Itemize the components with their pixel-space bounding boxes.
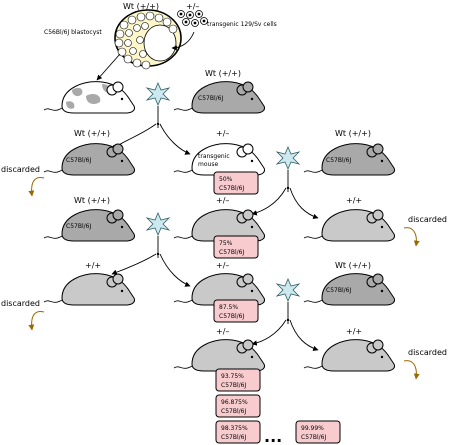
pct-75-strain: C57Bl/6J (219, 249, 244, 256)
cross-2 (275, 145, 301, 171)
pct-98375-strain: C57Bl/6J (221, 434, 246, 441)
pct-9999-value: 99.99% (301, 425, 324, 432)
r1-wt-mouse: C57Bl/6J (173, 81, 265, 114)
r1-wt-strain: C57Bl/6J (198, 95, 223, 102)
r2-transgenic-mouse: transgenic mouse (173, 143, 265, 176)
r5-pp-label: +/+ (346, 327, 362, 336)
cross-1 (145, 81, 171, 107)
pct-9375-strain: C57Bl/6J (221, 382, 246, 389)
r3-wt-label: Wt (+/+) (74, 196, 110, 205)
transgenic-mouse-line1: transgenic (198, 153, 230, 160)
cross-3 (145, 211, 171, 237)
pct-50-value: 50% (219, 176, 233, 183)
r3-pp-label: +/+ (346, 196, 362, 205)
r4-wt-right-mouse: C57Bl/6J (303, 273, 395, 306)
pct-96875-strain: C57Bl/6J (221, 408, 246, 415)
r3-het-label: +/– (216, 196, 229, 205)
pct-9375-value: 93.75% (221, 373, 244, 380)
discarded-label-3: discarded (1, 299, 40, 308)
r2-wt-right-mouse: C57Bl/6J (303, 143, 395, 176)
r2-wt-strain: C57Bl/6J (66, 157, 91, 164)
r4-het-label: +/– (216, 261, 229, 270)
r4-pp-label: +/+ (85, 261, 101, 270)
top-het-label: +/– (186, 2, 199, 11)
top-wt-label: Wt (+/+) (123, 2, 159, 11)
r5-het-label: +/– (216, 327, 229, 336)
pct-50-strain: C57Bl/6J (219, 185, 244, 192)
r2-wt-label: Wt (+/+) (74, 129, 110, 138)
r2-het-label: +/– (216, 129, 229, 138)
r5-pp-mouse (303, 339, 395, 372)
discarded-arrow-2 (403, 227, 420, 247)
pct-875-value: 87.5% (219, 304, 238, 311)
transgenic-mouse-line2: mouse (198, 161, 218, 168)
transgenic-cells (177, 10, 208, 27)
blastocyst-label: C56Bl/6J blastocyst (44, 29, 102, 36)
r4-wt-right-label: Wt (+/+) (335, 261, 371, 270)
r2-wt-right-strain: C57Bl/6J (326, 157, 351, 164)
r4-het-mouse (173, 273, 265, 306)
pct-96875-value: 96.875% (221, 399, 248, 406)
discarded-label-4: discarded (408, 348, 447, 357)
blastocyst (114, 9, 182, 70)
r5-het-mouse (173, 339, 265, 372)
r4-wt-right-strain: C57Bl/6J (326, 287, 351, 294)
discarded-arrow-4 (403, 360, 420, 380)
pct-98375-value: 98.375% (221, 425, 248, 432)
r3-wt-mouse: C57Bl/6J (43, 209, 135, 242)
r2-wt-mouse: C57Bl/6J (43, 143, 135, 176)
pct-box-50: 50% C57Bl/6J (213, 171, 259, 195)
injection-arrow (171, 31, 195, 51)
r4-pp-mouse (43, 273, 135, 306)
transgenic-cells-label: transgenic 129/Sv cells (207, 21, 277, 28)
r2-wt-right-label: Wt (+/+) (335, 129, 371, 138)
discarded-label-1: discarded (1, 165, 40, 174)
pct-875-strain: C57Bl/6J (219, 313, 244, 320)
pct-box-98375: 98.375% C57Bl/6J (215, 420, 261, 444)
pct-box-75: 75% C57Bl/6J (213, 235, 259, 259)
pct-box-9999: 99.99% C57Bl/6J (295, 420, 341, 444)
pct-box-9375: 93.75% C57Bl/6J (215, 368, 261, 392)
ellipsis: ... (264, 427, 282, 445)
pct-9999-strain: C57Bl/6J (301, 434, 326, 441)
r1-wt-label: Wt (+/+) (205, 69, 241, 78)
cross-4 (275, 277, 301, 303)
chimera-mouse (43, 81, 135, 114)
discarded-arrow-1 (28, 177, 45, 197)
pct-box-96875: 96.875% C57Bl/6J (215, 394, 261, 418)
discarded-label-2: discarded (408, 215, 447, 224)
r3-het-mouse (173, 209, 265, 242)
r3-pp-mouse (303, 209, 395, 242)
pct-75-value: 75% (219, 240, 233, 247)
discarded-arrow-3 (28, 311, 45, 331)
r3-wt-strain: C57Bl/6J (66, 223, 91, 230)
blastocyst-to-chimera-arrow (96, 53, 121, 81)
pct-box-875: 87.5% C57Bl/6J (213, 299, 259, 323)
